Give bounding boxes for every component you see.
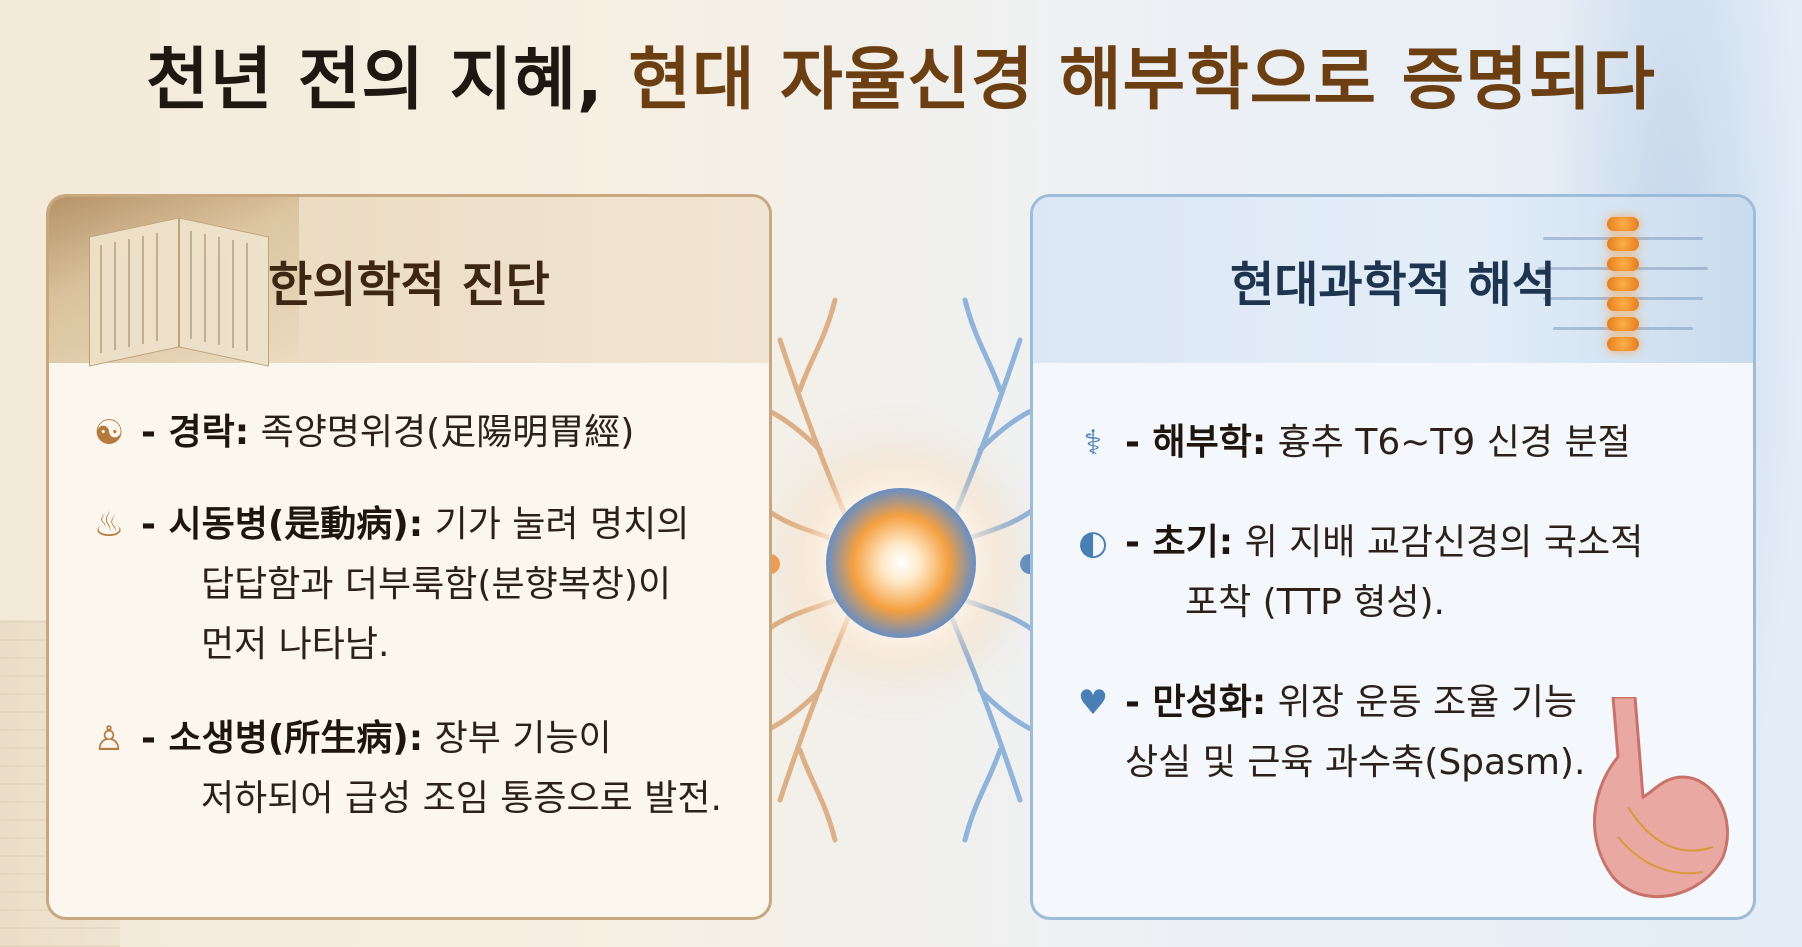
item-text-continuation: 저하되어 급성 조임 통증으로 발전.: [201, 778, 722, 819]
stomach-icon: ◐: [1078, 523, 1108, 563]
central-energy-orb: [826, 488, 976, 638]
item-text: 장부 기능이: [423, 718, 612, 759]
item-label: - 초기:: [1125, 522, 1234, 563]
left-item-sosaengbyeong: ♙ - 소생병(所生病): 장부 기능이 저하되어 급성 조임 통증으로 발전.: [89, 709, 722, 829]
item-text-continuation: 포착 (TTP 형성).: [1185, 582, 1445, 623]
right-item-early-stage: ◐ - 초기: 위 지배 교감신경의 국소적 포착 (TTP 형성).: [1073, 513, 1643, 633]
yin-yang-icon: ☯: [93, 413, 125, 453]
modern-science-panel: 현대과학적 해석 ⚕ - 해부학: 흉추 T6~T9 신경 분절 ◐ - 초기:…: [1030, 194, 1756, 920]
item-text: 위 지배 교감신경의 국소적: [1233, 522, 1644, 563]
modern-science-panel-header: 현대과학적 해석: [1033, 197, 1753, 363]
meditation-figure-icon: ♙: [93, 719, 125, 759]
item-text-continuation: 답답함과 더부룩함(분향복창)이: [201, 564, 672, 605]
modern-science-heading: 현대과학적 해석: [1230, 257, 1556, 313]
item-text: 흉추 T6~T9 신경 분절: [1266, 422, 1631, 463]
item-label: - 해부학:: [1125, 422, 1267, 463]
title-part-2: 현대 자율신경 해부학으로 증명되다: [628, 41, 1656, 120]
item-text: 위장 운동 조율 기능: [1266, 682, 1577, 723]
item-text: 기가 눌려 명치의: [423, 504, 690, 545]
item-text-continuation: 먼저 나타남.: [201, 624, 390, 665]
left-item-sidongbyeong: ♨ - 시동병(是動病): 기가 눌려 명치의 답답함과 더부룩함(분향복창)이…: [89, 495, 690, 675]
item-label: - 경락:: [141, 412, 250, 453]
item-label: - 만성화:: [1125, 682, 1267, 723]
caduceus-icon: ⚕: [1083, 423, 1103, 463]
item-text: 족양명위경(足陽明胃經): [249, 412, 635, 453]
title-part-1: 천년 전의 지혜,: [146, 41, 629, 120]
oriental-medicine-panel-header: 한의학적 진단: [49, 197, 769, 367]
item-text-continuation: 상실 및 근육 과수축(Spasm).: [1125, 742, 1586, 783]
stomach-illustration: [1593, 697, 1729, 899]
ancient-book-illustration: [49, 197, 299, 367]
oriental-medicine-heading: 한의학적 진단: [268, 257, 550, 313]
herbal-bowl-icon: ♨: [93, 505, 125, 545]
item-label: - 시동병(是動病):: [141, 504, 424, 545]
spine-illustration: [1523, 197, 1723, 363]
right-item-anatomy: ⚕ - 해부학: 흉추 T6~T9 신경 분절: [1073, 413, 1631, 473]
right-item-chronic-stage: ♥ - 만성화: 위장 운동 조율 기능 상실 및 근육 과수축(Spasm).: [1073, 673, 1586, 793]
page-title: 천년 전의 지혜, 현대 자율신경 해부학으로 증명되다: [0, 41, 1802, 120]
oriental-medicine-panel: 한의학적 진단 ☯ - 경락: 족양명위경(足陽明胃經) ♨ - 시동병(是動病…: [46, 194, 772, 920]
heartbeat-icon: ♥: [1077, 683, 1109, 723]
item-label: - 소생병(所生病):: [141, 718, 424, 759]
left-item-meridian: ☯ - 경락: 족양명위경(足陽明胃經): [89, 403, 635, 463]
